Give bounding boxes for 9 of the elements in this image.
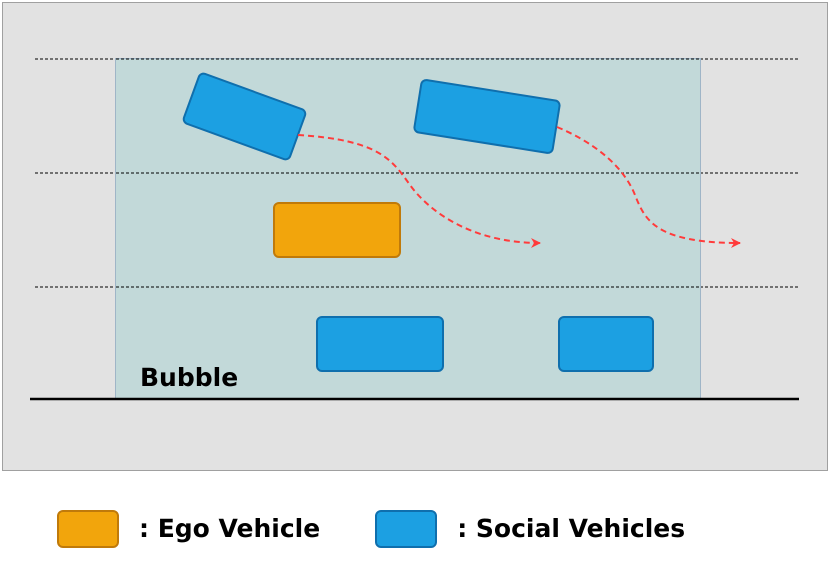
trajectory-arrow (556, 126, 741, 248)
bubble-region (115, 58, 701, 399)
vehicle-box (558, 316, 654, 372)
bubble-label: Bubble (140, 365, 238, 390)
vehicle-box (273, 202, 401, 258)
legend-label: : Social Vehicles (457, 513, 686, 546)
legend-label: : Ego Vehicle (139, 513, 320, 546)
vehicle-box (316, 316, 444, 372)
trajectory-arrow (298, 134, 541, 248)
